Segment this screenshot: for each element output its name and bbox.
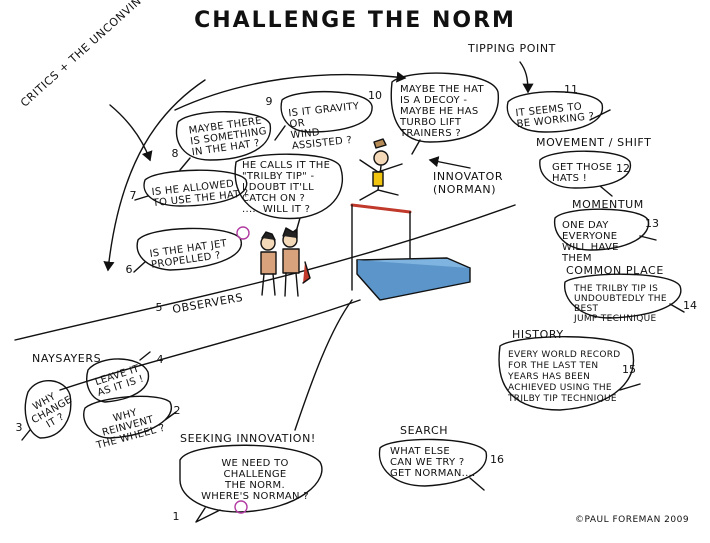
arrow-tipping (519, 61, 534, 94)
arrow-critics-down (109, 104, 153, 162)
number-5: 5 (155, 301, 163, 314)
number-2: 2 (173, 404, 181, 417)
bubble-6-outline (133, 227, 243, 273)
line-diagonal (14, 204, 516, 341)
bubble-12-outline (539, 150, 632, 197)
arrow-critics-left (103, 79, 206, 272)
bubble-11-outline (506, 91, 611, 133)
label-common-place: COMMON PLACE (566, 264, 664, 277)
bubble-15-text: EVERY WORLD RECORD FOR THE LAST TEN YEAR… (508, 350, 621, 404)
number-13: 13 (645, 217, 659, 230)
number-7: 7 (129, 189, 137, 202)
jumper-figure (359, 138, 403, 201)
bubble-4-outline (86, 351, 151, 403)
number-11: 11 (564, 83, 578, 96)
bubble-10-text: MAYBE THE HAT IS A DECOY - MAYBE HE HAS … (400, 84, 484, 139)
number-12: 12 (616, 162, 630, 175)
number-6: 6 (125, 263, 133, 276)
bubble-observer-text: HE CALLS IT THE "TRILBY TIP" - I DOUBT I… (242, 160, 331, 215)
bubble-13-text: ONE DAY EVERYONE WILL HAVE THEM (562, 220, 619, 264)
label-momentum: MOMENTUM (572, 198, 644, 211)
number-9: 9 (265, 95, 273, 108)
arrow-top (174, 71, 407, 111)
line-seeking-stem (294, 299, 353, 431)
bubble-9-text: IS IT GRAVITY OR WIND ASSISTED ? (287, 100, 360, 153)
label-innovator: INNOVATOR (NORMAN) (433, 170, 504, 196)
number-10: 10 (368, 89, 382, 102)
asterisk-marker (236, 226, 250, 240)
label-seeking-innovation: SEEKING INNOVATION! (180, 432, 316, 445)
bubble-8-outline (175, 111, 272, 171)
bubble-observer-outline (234, 153, 344, 233)
copyright: ©PAUL FOREMAN 2009 (575, 515, 690, 525)
number-16: 16 (490, 453, 504, 466)
label-naysayers: NAYSAYERS (32, 352, 102, 365)
label-tipping-point: TIPPING POINT (468, 42, 557, 55)
bubble-10-outline (390, 72, 499, 155)
label-history: HISTORY (512, 328, 564, 341)
number-4: 4 (156, 353, 164, 366)
line-from-seeking (59, 299, 361, 391)
page-title: CHALLENGE THE NORM (194, 8, 516, 33)
observer-figures (260, 227, 311, 297)
bubble-1-text: WE NEED TO CHALLENGE THE NORM. WHERE'S N… (201, 458, 309, 502)
bubble-3-outline (21, 379, 72, 441)
bubble-1-outline (179, 444, 323, 523)
bubble-15-outline (498, 336, 641, 411)
label-movement-shift: MOVEMENT / SHIFT (536, 136, 652, 149)
bubble-14-outline (564, 273, 685, 319)
bubble-16-text: WHAT ELSE CAN WE TRY ? GET NORMAN.... (390, 446, 476, 479)
bubble-16-outline (378, 438, 488, 491)
bubble-12-text: GET THOSE HATS ! (552, 162, 613, 184)
number-14: 14 (683, 299, 697, 312)
number-3: 3 (15, 421, 23, 434)
bubble-9-outline (274, 90, 373, 141)
number-8: 8 (171, 147, 179, 160)
jump-bar (350, 203, 412, 214)
label-search: SEARCH (400, 424, 449, 437)
bubble-2-outline (83, 395, 177, 439)
arrow-innovator (428, 156, 471, 169)
bubble-14-text: THE TRILBY TIP IS UNDOUBTEDLY THE BEST J… (574, 284, 667, 324)
asterisk-marker-1 (234, 500, 248, 514)
number-15: 15 (622, 363, 636, 376)
bubble-13-outline (553, 208, 657, 251)
number-1: 1 (172, 510, 180, 523)
